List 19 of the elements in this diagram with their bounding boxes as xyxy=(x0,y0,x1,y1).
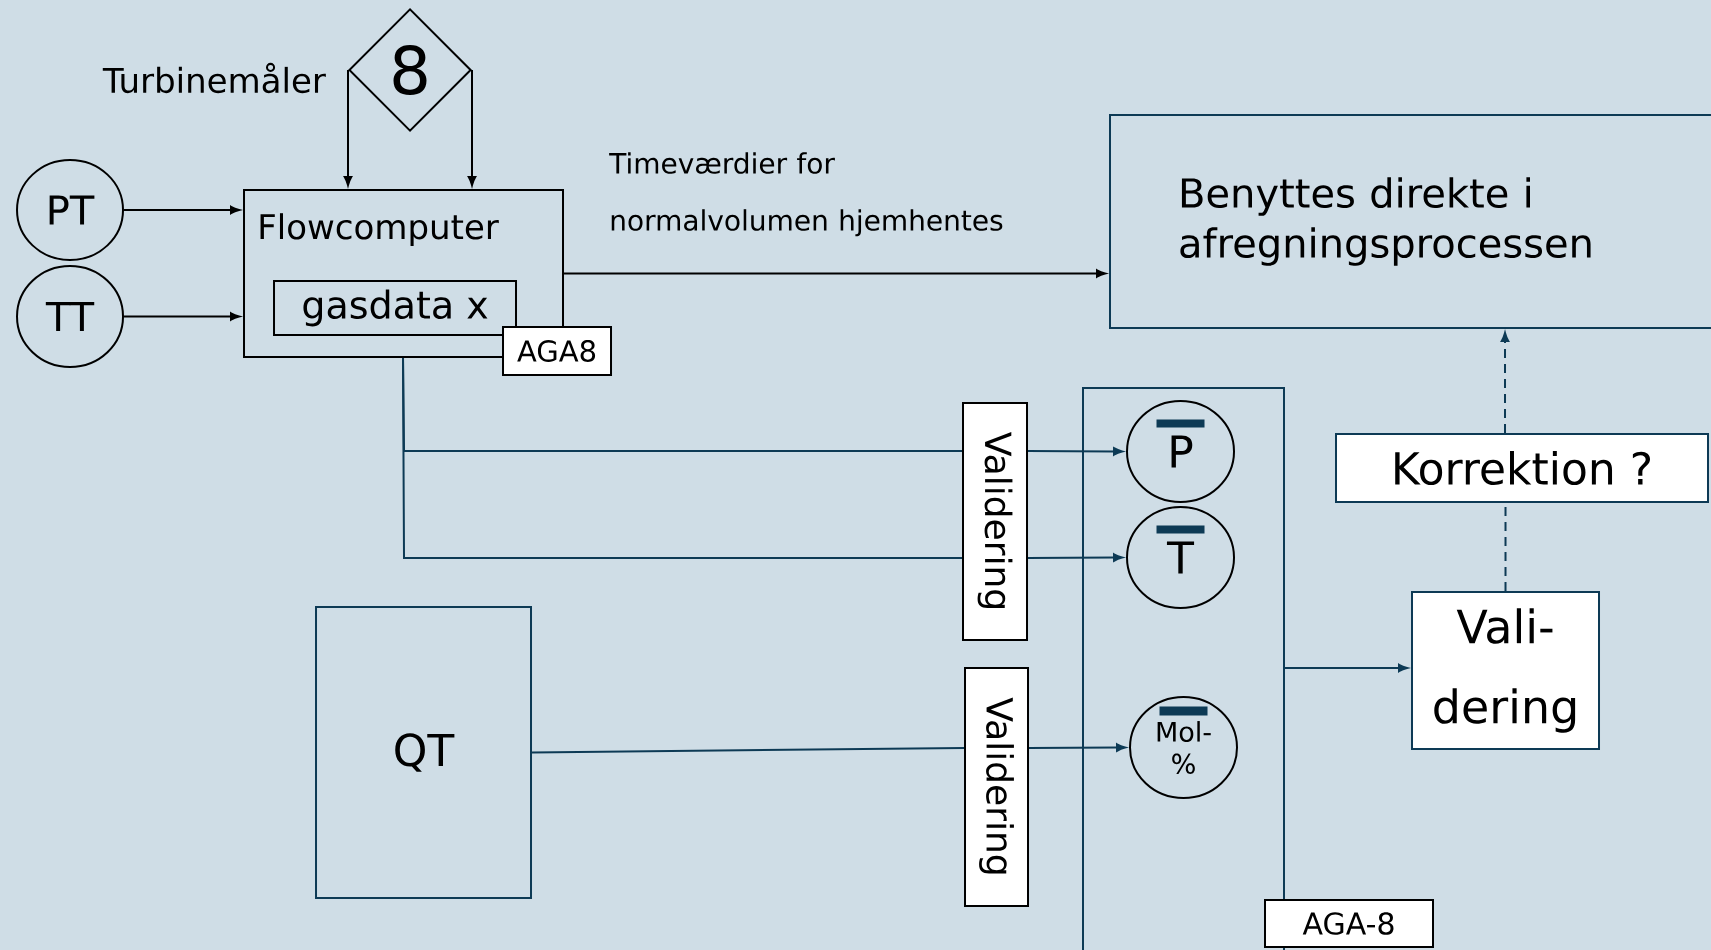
data-box: gasdata x xyxy=(273,280,517,336)
edge-label: Timeværdier for normalvolumen hjemhentes xyxy=(607,150,1022,239)
arrow xyxy=(1500,332,1510,434)
validation-box: Validering xyxy=(964,667,1029,907)
correction-box: Korrektion ? xyxy=(1335,433,1709,503)
analyzer-box: QT xyxy=(315,606,532,899)
container-box xyxy=(1082,387,1285,950)
arrow xyxy=(1284,663,1408,673)
process-box: Benyttes direkte i afregningsprocessen xyxy=(1109,114,1711,329)
tag-box: AGA-8 xyxy=(1264,899,1434,948)
meter-label: Turbinemåler xyxy=(102,62,326,94)
connector-line xyxy=(531,747,965,754)
arrow xyxy=(343,69,353,186)
connector-line xyxy=(402,357,963,559)
arrow xyxy=(123,205,240,215)
validation-box: Validering xyxy=(962,402,1028,641)
arrow xyxy=(467,69,477,186)
validation-box: Vali- dering xyxy=(1411,591,1600,750)
tag-box: AGA8 xyxy=(502,326,612,376)
